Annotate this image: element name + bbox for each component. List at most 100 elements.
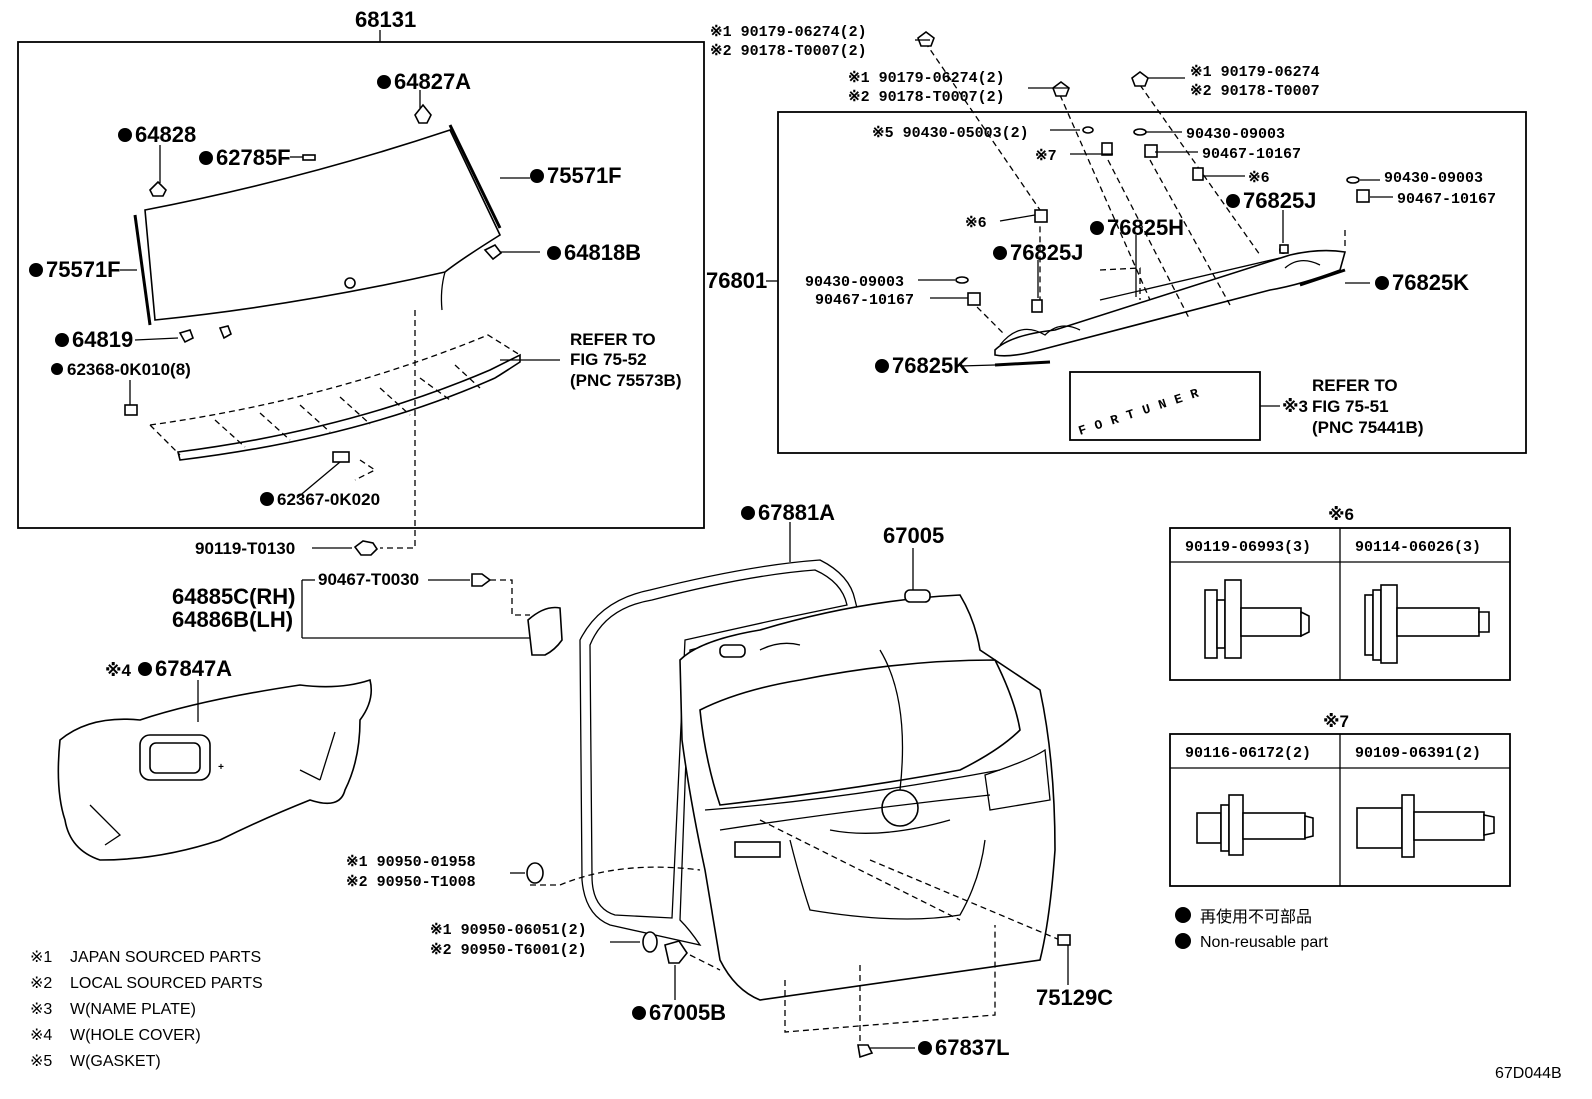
non-reusable-note: 再使用不可部品 Non-reusable part (1175, 907, 1329, 951)
refer-line-3: (PNC 75573B) (570, 371, 682, 390)
label-62368: 62368-0K010(8) (67, 360, 191, 379)
label-p4: 76825K (1392, 270, 1469, 295)
seal-right (1299, 268, 1346, 287)
glass-group-frame (17, 41, 705, 529)
weatherstrip-right (448, 124, 502, 229)
label-64886B: 64886B(LH) (172, 607, 293, 632)
legend-mark-3: ※3 (30, 1001, 52, 1018)
glass-group-title: 68131 (355, 7, 416, 32)
label-62785F: 62785F (216, 145, 291, 170)
stay-bracket-group: 90467-T0030 64885C(RH) 64886B(LH) (172, 570, 563, 656)
legend-mark-2: ※2 (30, 975, 52, 992)
label-c1: ※1 90179-06274 (1190, 64, 1320, 81)
label-b2: ※2 90178-T0007(2) (848, 89, 1005, 106)
glass-group: 68131 (17, 7, 705, 529)
nut-3 (1131, 71, 1149, 87)
refer-line-1: REFER TO (570, 330, 656, 349)
bolt-90119-06993 (1204, 579, 1310, 659)
label-n5: 90430-09003 (805, 274, 904, 291)
label-b1: ※1 90179-06274(2) (848, 70, 1005, 87)
label-p2: 76825H (1107, 215, 1184, 240)
label-90950-T1008: ※2 90950-T1008 (346, 874, 476, 891)
label-p1: 76825J (1243, 188, 1316, 213)
label-64819: 64819 (72, 327, 133, 352)
emblem-refer-mark: ※3 (1282, 397, 1308, 416)
label-67005B: 67005B (649, 1000, 726, 1025)
label-90950-T6001: ※2 90950-T6001(2) (430, 942, 587, 959)
bolt-90114-06026 (1364, 584, 1490, 664)
label-n4: 90467-10167 (1397, 191, 1496, 208)
label-s6b: ※6 (965, 215, 987, 232)
table-6: ※6 90119-06993(3) 90114-06026(3) (1169, 505, 1511, 681)
label-s7: ※7 (1035, 148, 1057, 165)
garnish-group-title: 76801 (706, 268, 767, 293)
nut-2 (1052, 81, 1070, 97)
legend-mark-5: ※5 (30, 1053, 52, 1070)
label-64885C: 64885C(RH) (172, 584, 296, 609)
garnish-group: 76801 (706, 24, 1527, 454)
label-n2: 90467-10167 (1202, 146, 1301, 163)
door-emblem-mount (881, 789, 919, 827)
table-7-col-2: 90109-06391(2) (1355, 745, 1481, 762)
label-p5: 76825K (892, 353, 969, 378)
bolt-90109-06391 (1356, 794, 1495, 858)
label-75129C: 75129C (1036, 985, 1113, 1010)
emblem-refer-3: (PNC 75441B) (1312, 418, 1424, 437)
non-reusable-jp: 再使用不可部品 (1200, 908, 1312, 926)
label-a2: ※2 90178-T0007(2) (710, 43, 867, 60)
label-67847A: 67847A (155, 656, 232, 681)
table-6-col-1: 90119-06993(3) (1185, 539, 1311, 556)
hole-cover-group: + ※4 67847A (57, 656, 373, 861)
legend-mark-1: ※1 (30, 949, 52, 966)
rear-spoiler (177, 353, 521, 461)
table-7-mark: ※7 (1323, 712, 1349, 731)
stay-bracket (527, 606, 563, 656)
legend-text-3: W(NAME PLATE) (70, 1001, 196, 1018)
legend-text-4: W(HOLE COVER) (70, 1027, 201, 1044)
back-door-group: 67881A 67005 ※1 90950-01958 ※2 90950-T10… (346, 500, 1113, 1060)
bolt-90116-06172 (1196, 794, 1314, 856)
label-62367: 62367-0K020 (277, 490, 380, 509)
seal-left (994, 360, 1051, 367)
figure-id: 67D044B (1495, 1065, 1562, 1082)
label-g5: ※5 90430-05003(2) (872, 125, 1029, 142)
label-64818B: 64818B (564, 240, 641, 265)
label-90467-T0030: 90467-T0030 (318, 570, 419, 589)
door-weatherstrip (579, 559, 861, 946)
emblem-fortuner: FORTUNER (1077, 383, 1209, 439)
garnish-group-frame (777, 111, 1527, 454)
table-6-mark: ※6 (1328, 505, 1354, 524)
label-67005: 67005 (883, 523, 944, 548)
hole-cover-sheet (57, 678, 373, 861)
legend-text-2: LOCAL SOURCED PARTS (70, 975, 263, 992)
label-67837L: 67837L (935, 1035, 1010, 1060)
refer-line-2: FIG 75-52 (570, 350, 647, 369)
table-7: ※7 90116-06172(2) 90109-06391(2) (1169, 712, 1511, 887)
label-67881A: 67881A (758, 500, 835, 525)
legend-text-1: JAPAN SOURCED PARTS (70, 949, 261, 966)
label-90119-T0130: 90119-T0130 (195, 539, 295, 558)
emblem-refer-1: REFER TO (1312, 376, 1398, 395)
part-67005B (664, 940, 688, 964)
svg-text:+: + (218, 763, 224, 774)
label-hole-mark: ※4 (105, 661, 132, 680)
legend-text-5: W(GASKET) (70, 1053, 161, 1070)
weatherstrip-left (133, 214, 152, 326)
label-75571F-left: 75571F (46, 257, 121, 282)
back-door-garnish (994, 249, 1347, 357)
label-n3: 90430-09003 (1384, 170, 1483, 187)
label-s6a: ※6 (1248, 170, 1270, 187)
label-90950-01958: ※1 90950-01958 (346, 854, 476, 871)
back-glass (144, 129, 502, 321)
legend-mark-4: ※4 (30, 1027, 52, 1044)
label-a1: ※1 90179-06274(2) (710, 24, 867, 41)
legend: ※1 JAPAN SOURCED PARTS ※2 LOCAL SOURCED … (30, 949, 263, 1070)
table-7-col-1: 90116-06172(2) (1185, 745, 1311, 762)
label-n6: 90467-10167 (815, 292, 914, 309)
nut-1 (917, 31, 935, 47)
label-p3: 76825J (1010, 240, 1083, 265)
label-n1: 90430-09003 (1186, 126, 1285, 143)
label-64828: 64828 (135, 122, 196, 147)
non-reusable-en: Non-reusable part (1200, 934, 1329, 951)
